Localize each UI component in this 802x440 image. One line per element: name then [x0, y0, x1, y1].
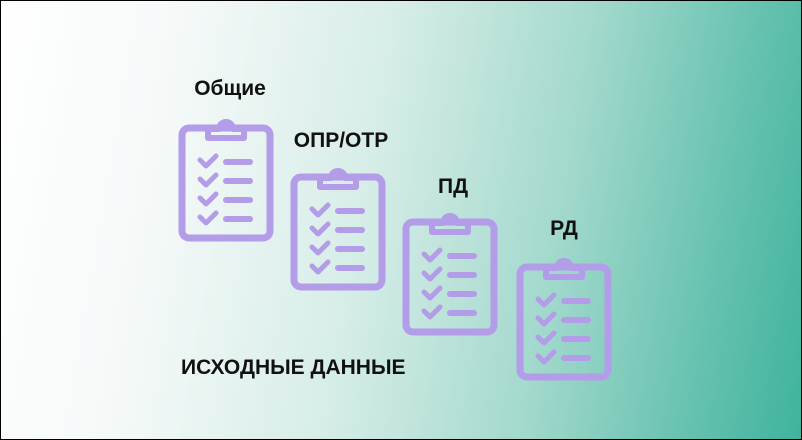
clipboard-checklist-icon [516, 253, 612, 381]
clipboard-checklist-icon [178, 114, 274, 242]
clipboard-checklist-icon [290, 163, 386, 291]
caption-iskhodnye-dannye: ИСХОДНЫЕ ДАННЫЕ [181, 356, 406, 379]
label-opr-otr: ОПР/ОТР [293, 129, 389, 152]
label-rd: РД [550, 217, 578, 240]
label-obshchie: Общие [194, 77, 266, 100]
label-pd: ПД [437, 175, 469, 198]
clipboard-checklist-icon [402, 208, 498, 336]
